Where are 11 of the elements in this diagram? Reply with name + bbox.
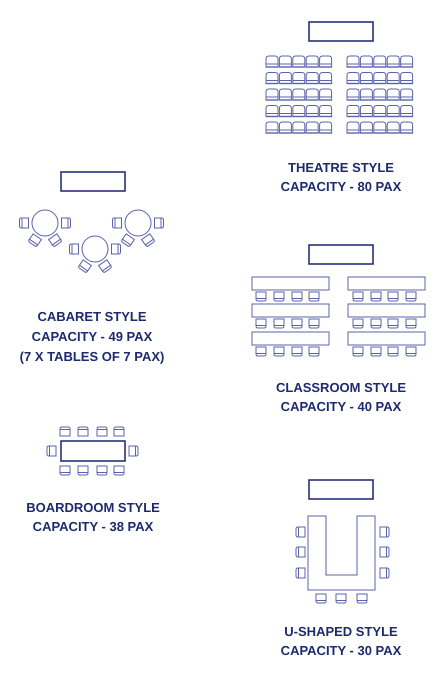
caption-text: U-SHAPED STYLE: [284, 623, 398, 641]
caption-text: CAPACITY - 38 PAX: [32, 518, 154, 536]
caption-text: BOARDROOM STYLE: [26, 499, 160, 517]
caption-text: CLASSROOM STYLE: [276, 379, 406, 397]
caption-text: CAPACITY - 49 PAX: [32, 328, 152, 346]
caption-text: (7 X TABLES OF 7 PAX): [20, 348, 164, 366]
caption-text: CAPACITY - 80 PAX: [280, 178, 402, 196]
caption-text: CAPACITY - 30 PAX: [280, 642, 402, 660]
caption-text: THEATRE STYLE: [288, 159, 394, 177]
caption-text: CAPACITY - 40 PAX: [280, 398, 402, 416]
caption-text: CABARET STYLE: [37, 308, 147, 326]
